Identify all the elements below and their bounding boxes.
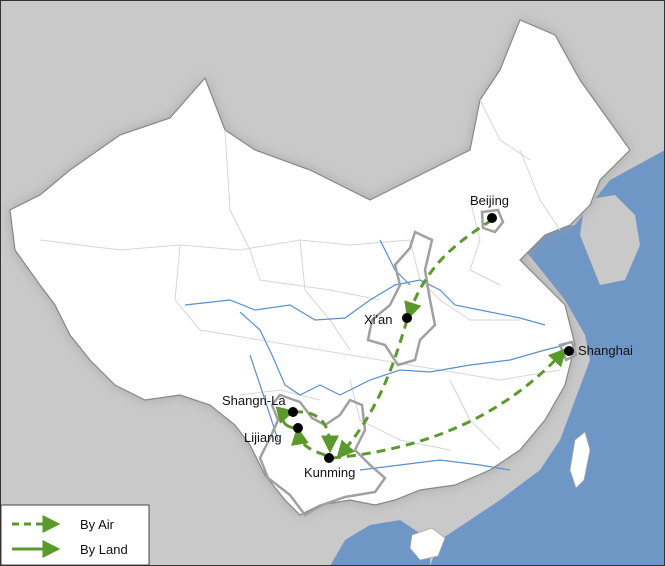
taiwan-island xyxy=(569,431,591,489)
city-label-xian: Xi'an xyxy=(364,312,393,327)
yellow-river xyxy=(184,279,546,326)
legend: By Air By Land xyxy=(0,504,150,566)
hainan-island xyxy=(409,527,446,561)
province-beijing xyxy=(480,208,505,234)
city-dot-lijiang xyxy=(293,423,303,433)
city-dot-shanghai xyxy=(564,346,574,356)
route-beijing-xian xyxy=(404,218,493,321)
china-mainland xyxy=(9,19,631,516)
city-dot-shangri-la xyxy=(288,407,298,417)
province-yunnan xyxy=(258,393,387,517)
city-label-shanghai: Shanghai xyxy=(578,343,633,358)
legend-land-label: By Land xyxy=(80,542,128,557)
pearl-river xyxy=(359,459,511,471)
city-label-lijiang: Lijiang xyxy=(244,430,282,445)
city-dot-kunming xyxy=(324,453,334,463)
city-label-shangri-la: Shangri-La xyxy=(222,393,286,408)
city-label-kunming: Kunming xyxy=(304,465,355,480)
province-borders xyxy=(39,99,561,451)
city-dot-beijing xyxy=(487,213,497,223)
yangtze-river xyxy=(239,311,566,396)
rivers xyxy=(184,239,566,471)
route-kunming-shanghai xyxy=(331,348,567,460)
province-shaanxi xyxy=(366,230,437,367)
route-kunming-lijiang xyxy=(291,426,326,457)
korea xyxy=(580,195,640,285)
city-dot-xian xyxy=(402,313,412,323)
legend-air-label: By Air xyxy=(80,517,115,532)
mekong-river xyxy=(249,354,279,441)
sea-south xyxy=(330,520,430,566)
cities: Beijing Xi'an Shanghai Shangri-La Lijian… xyxy=(222,193,633,480)
city-label-beijing: Beijing xyxy=(470,193,509,208)
route-shangrila-kunming xyxy=(293,410,339,454)
